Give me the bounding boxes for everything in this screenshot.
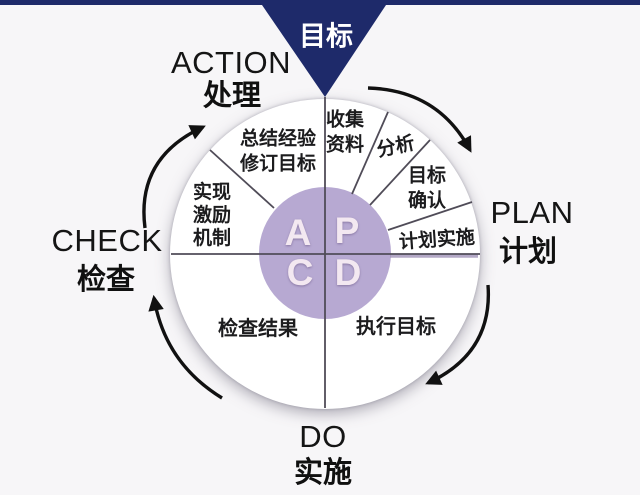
sector-plan-implementation: 计划实施 [398,226,476,256]
sector-line: 总结经验 [239,128,317,150]
center-letter-a: A [284,212,312,253]
sector-execute-goals: 执行目标 [356,314,436,340]
sector-line: 计划实施 [398,227,476,254]
sector-line: 确认 [407,190,447,211]
stage-check-zh: 检查 [76,264,136,296]
top-border-strip [0,0,640,5]
sector-line: 目标 [407,165,447,187]
sector-incentive-mechanism: 实现 激励 机制 [193,181,231,251]
cycle-arrow-do-to-check [148,294,223,400]
stage-check-en: CHECK [51,223,163,258]
divider-plan-sector-1 [351,111,389,195]
sector-line: 修订目标 [239,153,317,174]
cycle-arrow-check-to-action [142,125,206,229]
cycle-arrow-goal-to-plan [367,86,472,153]
sector-line: 检查结果 [218,318,298,340]
stage-plan-en: PLAN [490,195,574,230]
goal-triangle [262,5,386,97]
sector-line: 资料 [325,134,365,155]
sector-line: 实现 [192,182,232,204]
divider-plan-sector-2 [369,139,431,206]
stage-do-zh: 实施 [293,457,353,489]
sector-collect-data: 收集 资料 [326,108,364,157]
stage-plan-zh: 计划 [498,236,558,268]
sector-check-results: 检查结果 [218,316,298,342]
sector-goal-confirm: 目标 确认 [408,164,446,213]
sector-line: 激励 [192,205,232,227]
sector-summarize-revise-goals: 总结经验 修订目标 [240,127,316,176]
divider-action-sector [209,149,275,209]
cycle-arrow-plan-to-do [425,284,491,385]
stage-action-zh: 处理 [202,80,262,112]
center-letter-d: D [334,252,362,293]
center-letter-p: P [334,210,360,251]
sector-line: 机制 [192,228,232,250]
stage-do-en: DO [299,419,347,454]
divider-plan-sector-3 [387,201,473,231]
stage-action-en: ACTION [170,45,292,80]
goal-label: 目标 [299,21,353,52]
center-letter-c: C [286,252,314,293]
sector-line: 收集 [325,109,365,131]
sector-line: 执行目标 [356,316,436,338]
